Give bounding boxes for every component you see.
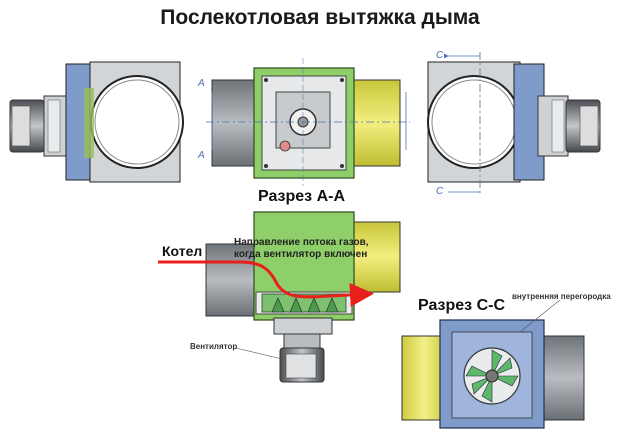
section-cc-label: Разрез С-С bbox=[418, 297, 506, 314]
mark-c-top: C bbox=[436, 50, 444, 61]
duct-gray-top bbox=[211, 79, 259, 167]
page-title: Послекотловая вытяжка дыма bbox=[160, 6, 480, 29]
duct-yellow-top bbox=[351, 79, 401, 167]
section-aa-label: Разрез А-А bbox=[258, 188, 346, 205]
inner-partition-label: внутренняя перегородка bbox=[512, 292, 611, 301]
section-aa-drawing bbox=[158, 211, 401, 383]
left-end-view bbox=[9, 61, 184, 183]
flow-direction-label: Направление потока газов, когда вентилят… bbox=[234, 237, 369, 260]
boiler-label: Котел bbox=[162, 243, 203, 259]
mark-c-bottom: C bbox=[436, 186, 444, 197]
flow-arrow bbox=[158, 260, 374, 307]
fan-label: Вентилятор bbox=[190, 342, 238, 351]
top-center-view bbox=[206, 58, 410, 186]
mark-a-top: A bbox=[198, 78, 205, 89]
mark-a-bottom: A bbox=[198, 150, 205, 161]
section-cc-drawing bbox=[401, 299, 585, 429]
right-end-view bbox=[427, 52, 601, 196]
